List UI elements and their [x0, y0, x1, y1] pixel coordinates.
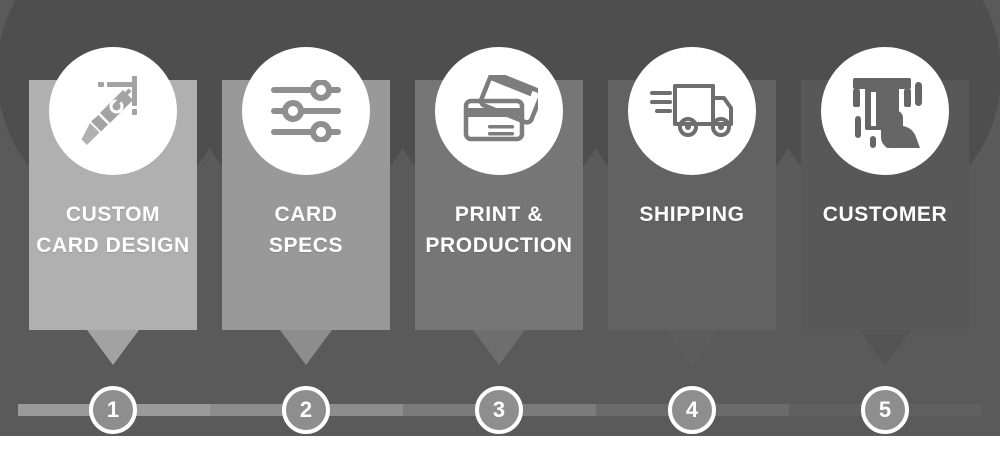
step-label-line1-4: SHIPPING	[639, 203, 745, 226]
step-label-2: CARD SPECS	[218, 200, 394, 261]
sliders-icon	[271, 80, 341, 142]
step-label-1: CUSTOM CARD DESIGN	[25, 200, 201, 261]
pen-nib-icon	[81, 76, 137, 145]
step-5[interactable]: CUSTOMER	[790, 0, 980, 436]
step-icon-circle-2[interactable]	[242, 47, 370, 175]
atm-hand-card-icon	[853, 78, 922, 148]
step-marker-1[interactable]: 1	[89, 386, 137, 434]
step-icon-circle-4[interactable]	[628, 47, 756, 175]
step-label-4: SHIPPING	[604, 200, 780, 231]
step-label-line1-5: CUSTOMER	[822, 203, 948, 226]
step-3[interactable]: PRINT & PRODUCTION	[404, 0, 594, 436]
delivery-truck-icon	[650, 84, 733, 137]
infographic-banner: CUSTOM CARD DESIGN CARD SPECS	[0, 0, 1000, 436]
step-label-line2-1: CARD DESIGN	[36, 233, 190, 257]
step-marker-5[interactable]: 5	[861, 386, 909, 434]
step-pointer-2	[280, 330, 332, 365]
step-label-line2-3: PRODUCTION	[425, 233, 573, 257]
step-pointer-1	[87, 330, 139, 365]
credit-cards-icon	[463, 75, 538, 142]
step-pointer-4	[666, 330, 718, 365]
step-label-line1-2: CARD	[274, 203, 338, 226]
step-label-line2-2: SPECS	[268, 233, 344, 257]
step-4[interactable]: SHIPPING	[597, 0, 787, 436]
step-marker-4[interactable]: 4	[668, 386, 716, 434]
step-label-3: PRINT & PRODUCTION	[411, 200, 587, 261]
step-marker-2[interactable]: 2	[282, 386, 330, 434]
step-label-5: CUSTOMER	[797, 200, 973, 231]
step-pointer-3	[473, 330, 525, 365]
step-1[interactable]: CUSTOM CARD DESIGN	[18, 0, 208, 436]
step-label-line1-1: CUSTOM	[65, 203, 161, 226]
step-marker-3[interactable]: 3	[475, 386, 523, 434]
step-2[interactable]: CARD SPECS	[211, 0, 401, 436]
step-label-line1-3: PRINT &	[454, 203, 544, 226]
step-icon-circle-5[interactable]	[821, 47, 949, 175]
step-pointer-5	[859, 330, 911, 365]
step-icon-circle-3[interactable]	[435, 47, 563, 175]
step-icon-circle-1[interactable]	[49, 47, 177, 175]
